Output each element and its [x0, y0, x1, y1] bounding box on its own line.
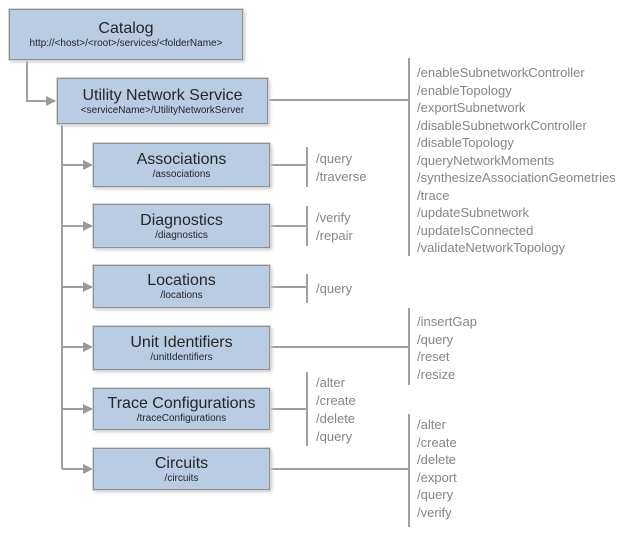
node-subtitle: http://<host>/<root>/services/<folderNam…	[29, 38, 223, 49]
operation-item: /updateSubnetwork	[417, 205, 530, 220]
node-utility-network-service: Utility Network Service <serviceName>/Ut…	[57, 78, 268, 124]
node-catalog: Catalog http://<host>/<root>/services/<f…	[9, 9, 243, 60]
operation-item: /delete	[417, 452, 457, 467]
node-diagnostics: Diagnostics /diagnostics	[93, 204, 270, 248]
operation-item: /query	[417, 487, 454, 502]
operations-list-diagnostics: /verify /repair	[316, 209, 353, 245]
operation-item: /disableSubnetworkController	[417, 117, 587, 133]
operation-item: /validateNetworkTopology	[417, 240, 566, 255]
node-subtitle: <serviceName>/UtilityNetworkServer	[80, 104, 245, 116]
operation-item: /alter	[316, 375, 345, 390]
node-unit-identifiers: Unit Identifiers /unitIdentifiers	[93, 326, 270, 370]
operation-item: /enableTopology	[417, 82, 512, 98]
node-subtitle: /unitIdentifiers	[150, 351, 213, 363]
node-circuits: Circuits /circuits	[93, 448, 270, 490]
node-title: Trace Configurations	[107, 394, 256, 412]
operation-item: /verify	[417, 504, 452, 520]
operation-item: /alter	[417, 417, 446, 432]
operation-item: /verify	[316, 210, 351, 225]
operations-list-trace-configurations: /alter /create /delete /query	[316, 374, 356, 446]
node-title: Diagnostics	[140, 211, 223, 229]
operation-item: /query	[316, 151, 353, 166]
operation-item: /queryNetworkMoments	[417, 152, 555, 168]
node-subtitle: /locations	[160, 290, 203, 301]
operation-item: /repair	[316, 228, 353, 243]
operation-item: /query	[316, 429, 353, 444]
node-title: Unit Identifiers	[130, 333, 233, 351]
operations-list-associations: /query /traverse	[316, 150, 367, 186]
operation-item: /traverse	[316, 169, 367, 184]
operation-item: /disableTopology	[417, 135, 514, 150]
operations-list-unit-identifiers: /insertGap /query /reset /resize	[417, 313, 477, 383]
node-title: Associations	[136, 150, 227, 168]
operation-item: /trace	[417, 187, 450, 203]
operation-item: /delete	[316, 411, 356, 426]
operation-item: /synthesizeAssociationGeometries	[417, 170, 616, 185]
operations-list-locations: /query	[316, 280, 352, 298]
operation-item: /enableSubnetworkController	[417, 65, 585, 80]
node-title: Catalog	[98, 20, 154, 37]
node-title: Utility Network Service	[82, 86, 243, 104]
operation-item: /create	[417, 434, 457, 450]
operation-item: /updateIsConnected	[417, 222, 534, 238]
node-locations: Locations /locations	[93, 265, 270, 308]
operation-item: /insertGap	[417, 314, 477, 329]
operation-item: /query	[417, 331, 454, 347]
node-title: Locations	[147, 272, 216, 289]
operation-item: /export	[417, 469, 457, 485]
node-title: Circuits	[154, 454, 209, 472]
operation-item: /reset	[417, 349, 450, 364]
node-trace-configurations: Trace Configurations /traceConfiguration…	[93, 388, 270, 430]
operation-item: /resize	[417, 366, 456, 382]
operation-item: /create	[316, 393, 356, 408]
node-subtitle: /diagnostics	[155, 229, 208, 241]
operations-list-utility-network-service: /enableSubnetworkController /enableTopol…	[417, 64, 616, 257]
node-associations: Associations /associations	[93, 143, 270, 187]
node-subtitle: /associations	[152, 168, 211, 180]
operation-item: /query	[316, 281, 353, 296]
node-subtitle: /circuits	[164, 472, 199, 484]
node-subtitle: /traceConfigurations	[136, 412, 227, 424]
operation-item: /exportSubnetwork	[417, 100, 526, 115]
operations-list-circuits: /alter /create /delete /export /query /v…	[417, 416, 457, 521]
